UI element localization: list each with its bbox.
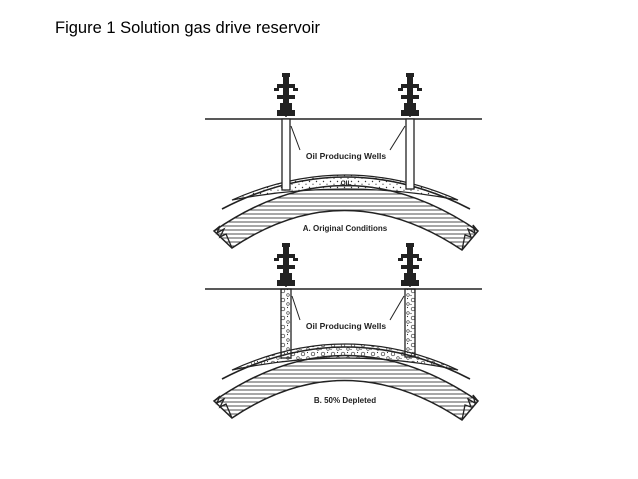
- panel-b: Oil Producing Wells B. 50% Depleted: [205, 242, 482, 421]
- wellhead-left-icon: [273, 72, 299, 118]
- caption-b: B. 50% Depleted: [314, 396, 376, 405]
- rock-layer: [212, 354, 480, 421]
- leader-line-left: [290, 125, 301, 151]
- well-left-casing: [280, 288, 292, 359]
- well-right-casing: [405, 118, 415, 190]
- panel-a: Oil Producing Wells OIL A. Original Cond…: [205, 72, 482, 251]
- wellhead-left-icon: [273, 242, 299, 288]
- leader-line-left: [291, 295, 301, 321]
- break-right: [461, 394, 479, 421]
- wells-label-a: Oil Producing Wells: [306, 151, 386, 161]
- leader-line-right: [389, 295, 405, 321]
- cap-rock-line: [221, 346, 471, 380]
- slide-title: Figure 1 Solution gas drive reservoir: [55, 19, 321, 37]
- oil-label: OIL: [341, 180, 352, 187]
- wellhead-right-icon: [397, 72, 423, 118]
- well-left-casing: [281, 118, 291, 191]
- wellhead-right-icon: [397, 242, 423, 288]
- well-right-casing: [404, 288, 416, 358]
- leader-line-right: [389, 125, 406, 151]
- break-left: [213, 395, 233, 419]
- wells-label-b: Oil Producing Wells: [306, 321, 386, 331]
- cap-rock-line: [221, 176, 471, 210]
- break-left: [213, 225, 233, 249]
- caption-a: A. Original Conditions: [303, 224, 388, 233]
- break-right: [461, 224, 479, 251]
